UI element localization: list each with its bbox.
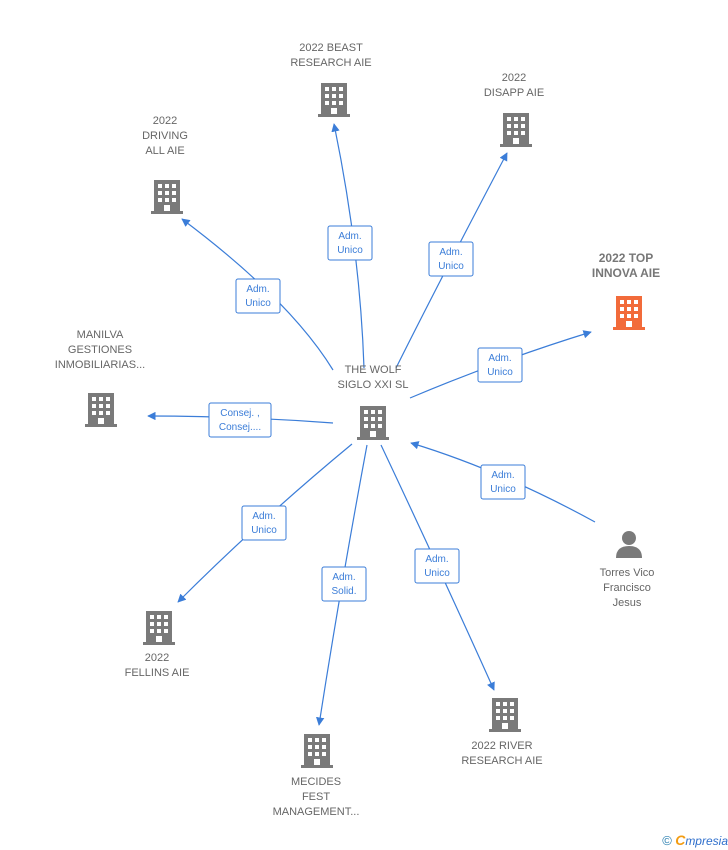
node-label: RESEARCH AIE — [461, 755, 542, 767]
edge-role-text: Unico — [251, 525, 277, 536]
edge-role-text: Adm. — [252, 511, 275, 522]
edge-role-label-fellins[interactable]: Adm. Unico — [241, 505, 287, 541]
edge-role-text: Consej.... — [219, 422, 261, 433]
edge-role-text: Solid. — [331, 586, 356, 597]
edge-role-label-disapp[interactable]: Adm. Unico — [428, 241, 474, 277]
node-label: GESTIONES — [68, 344, 132, 356]
center-node[interactable]: THE WOLF SIGLO XXI SL — [338, 364, 409, 440]
node-label: 2022 — [145, 652, 169, 664]
node-manilva[interactable]: MANILVA GESTIONES INMOBILIARIAS... — [55, 329, 145, 427]
edge-role-label-mecides[interactable]: Adm. Solid. — [321, 566, 367, 602]
node-label: MECIDES — [291, 776, 341, 788]
edge-role-text: Adm. — [491, 470, 514, 481]
node-label: 2022 BEAST — [299, 42, 363, 54]
edge-role-text: Adm. — [338, 231, 361, 242]
person-icon — [616, 531, 642, 558]
edge-role-label-beast[interactable]: Adm. Unico — [327, 225, 373, 261]
node-label: 2022 — [502, 72, 526, 84]
node-label: Jesus — [613, 597, 642, 609]
edge-role-text: Adm. — [425, 554, 448, 565]
node-label: FELLINS AIE — [125, 667, 190, 679]
node-label: SIGLO XXI SL — [338, 379, 409, 391]
node-label: FEST — [302, 791, 330, 803]
building-icon — [357, 406, 389, 440]
node-beast[interactable]: 2022 BEAST RESEARCH AIE — [290, 42, 372, 117]
edge-role-text: Adm. — [439, 247, 462, 258]
edge-role-text: Unico — [337, 245, 363, 256]
node-label: Torres Vico — [600, 567, 655, 579]
edge-role-text: Adm. — [332, 572, 355, 583]
building-icon — [301, 734, 333, 768]
edge-role-label-river[interactable]: Adm. Unico — [414, 548, 460, 584]
edge-role-label-manilva[interactable]: Consej. , Consej.... — [208, 402, 272, 438]
edge-role-text: Unico — [438, 261, 464, 272]
logo-text: mpresia — [685, 834, 728, 848]
node-label: RESEARCH AIE — [290, 57, 371, 69]
node-label: MANILVA — [77, 329, 124, 341]
edge-role-text: Adm. — [246, 284, 269, 295]
edge-role-text: Unico — [424, 568, 450, 579]
node-label: Francisco — [603, 582, 651, 594]
node-label: INNOVA AIE — [592, 266, 660, 280]
edge-role-label-torres[interactable]: Adm. Unico — [480, 464, 526, 500]
building-icon — [613, 296, 645, 330]
edge-role-text: Unico — [245, 298, 271, 309]
logo-e: C — [675, 832, 686, 848]
building-icon — [318, 83, 350, 117]
building-icon — [489, 698, 521, 732]
edge-role-text: Adm. — [488, 353, 511, 364]
empresia-logo: © Cmpresia — [662, 832, 728, 848]
node-label: 2022 — [153, 115, 177, 127]
node-label: MANAGEMENT... — [273, 806, 360, 818]
edge-role-label-driving[interactable]: Adm. Unico — [235, 278, 281, 314]
node-mecides[interactable]: MECIDES FEST MANAGEMENT... — [273, 734, 360, 818]
building-icon — [85, 393, 117, 427]
node-label: THE WOLF — [345, 364, 402, 376]
node-label: DRIVING — [142, 130, 188, 142]
node-label: DISAPP AIE — [484, 87, 544, 99]
node-label: 2022 TOP — [599, 251, 653, 265]
copyright-symbol: © — [662, 833, 672, 848]
building-icon — [500, 113, 532, 147]
node-label: ALL AIE — [145, 145, 184, 157]
edge-role-text: Consej. , — [220, 408, 259, 419]
node-label: 2022 RIVER — [471, 740, 532, 752]
edge-role-label-innova[interactable]: Adm. Unico — [477, 347, 523, 383]
node-river[interactable]: 2022 RIVER RESEARCH AIE — [461, 698, 543, 767]
node-label: INMOBILIARIAS... — [55, 359, 145, 371]
building-icon — [151, 180, 183, 214]
building-icon — [143, 611, 175, 645]
edge-role-text: Unico — [487, 367, 513, 378]
edge-role-text: Unico — [490, 484, 516, 495]
